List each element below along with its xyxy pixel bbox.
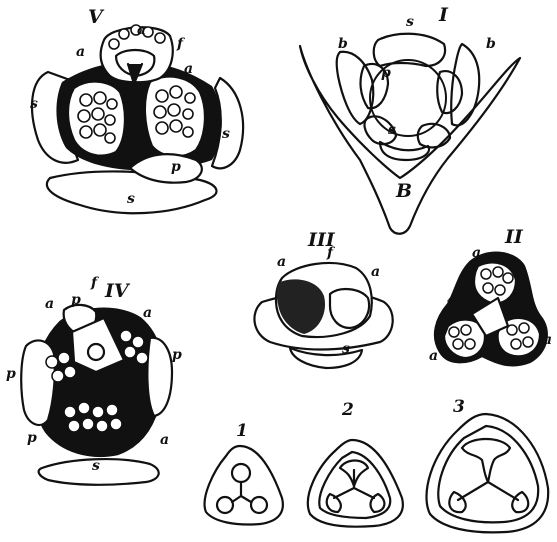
figure-i-label-s-bottom: s [388, 123, 396, 137]
figure-iii-label-a-right: a [371, 265, 380, 279]
figure-v-numeral: V [88, 8, 103, 27]
figure-iv-label-a-left: a [45, 297, 54, 311]
figure-i-drawing [300, 34, 520, 234]
figure-iv-label-p-top: p [71, 293, 81, 307]
figure-ii-label-a-top: a [472, 246, 481, 260]
figure-ii-label-f: f [446, 297, 452, 311]
figure-iv-label-p-lower: p [27, 431, 37, 445]
figure-iv-label-p-left: p [6, 367, 16, 381]
figure-i-label-p: p [381, 66, 391, 80]
section-2-drawing [308, 440, 403, 527]
figure-v-label-a-right: a [184, 62, 193, 76]
figure-v-label-a-left: a [76, 45, 85, 59]
section-2-number: 2 [342, 402, 354, 419]
figure-v-label-f: f [177, 37, 183, 51]
figure-iv-label-p-right: p [172, 348, 182, 362]
figure-iv-label-s: s [92, 459, 100, 473]
figure-iii-label-a-left: a [277, 255, 286, 269]
figure-i-label-b-right: b [486, 37, 496, 51]
figure-i-numeral: I [439, 6, 448, 25]
figure-i-label-B: B [396, 182, 412, 201]
section-3-number: 3 [453, 399, 465, 416]
figure-v-label-a-top: a [137, 23, 146, 37]
figure-v-drawing [32, 25, 243, 213]
figure-i-label-s-top: s [406, 15, 414, 29]
figure-ii-numeral: II [505, 228, 523, 247]
figure-iv-label-a-right: a [143, 306, 152, 320]
figure-iv-numeral: IV [105, 282, 129, 301]
section-1-drawing [205, 446, 283, 525]
figure-ii-label-a-right: a [543, 333, 552, 347]
figure-ii-label-a-left: a [429, 349, 438, 363]
figure-v-label-s-left: s [30, 97, 38, 111]
figure-v-label-p: p [171, 160, 181, 174]
figure-iv-label-f: f [91, 276, 97, 290]
section-1-number: 1 [236, 423, 248, 440]
figure-iii-label-f: f [327, 246, 333, 260]
figure-v-label-s-bottom: s [127, 192, 135, 206]
section-3-drawing [426, 414, 548, 532]
figure-i-label-b-left: b [338, 37, 348, 51]
figure-v-label-s-right: s [222, 127, 230, 141]
figure-iv-label-a-lower: a [160, 433, 169, 447]
figure-iii-label-s: s [342, 342, 350, 356]
